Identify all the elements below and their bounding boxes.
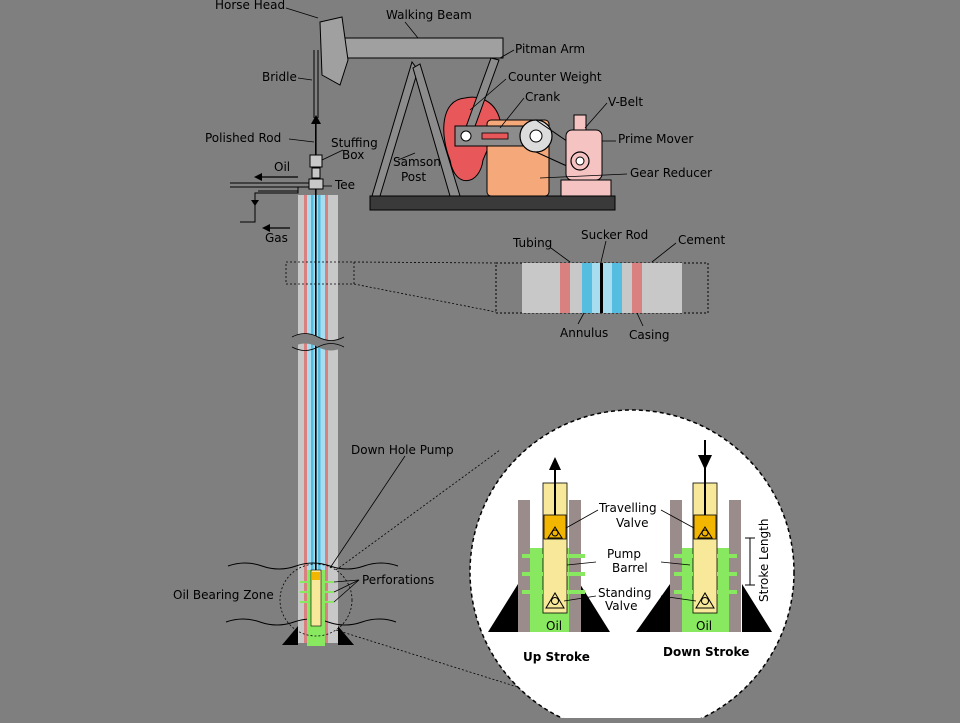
label-cement: Cement: [678, 233, 725, 247]
label-crank: Crank: [525, 90, 560, 104]
label-standing-valve-2: Valve: [605, 599, 637, 613]
label-sucker-rod: Sucker Rod: [581, 228, 648, 242]
label-oil-bearing-zone: Oil Bearing Zone: [173, 588, 274, 602]
label-stuffing-box: Stuffing: [331, 136, 378, 150]
label-oil-up: Oil: [546, 619, 562, 633]
label-pump-barrel: Pump: [607, 547, 641, 561]
label-travelling-valve-2: Valve: [616, 516, 648, 530]
label-polished-rod: Polished Rod: [205, 131, 281, 145]
label-oil-down: Oil: [696, 619, 712, 633]
label-up-stroke: Up Stroke: [523, 650, 590, 664]
label-gear-reducer: Gear Reducer: [630, 166, 712, 180]
wellhead: [230, 50, 324, 232]
label-tee: Tee: [334, 178, 355, 192]
label-perforations: Perforations: [362, 573, 434, 587]
label-down-stroke: Down Stroke: [663, 645, 749, 659]
label-prime-mover: Prime Mover: [618, 132, 693, 146]
label-pump-barrel-2: Barrel: [612, 561, 648, 575]
well-bore: [291, 120, 345, 643]
down-stroke-pump: [636, 440, 772, 632]
label-standing-valve: Standing: [598, 586, 651, 600]
down-hole-area: [225, 449, 611, 717]
label-casing: Casing: [629, 328, 670, 342]
label-horse-head: Horse Head: [215, 0, 285, 12]
label-counter-weight: Counter Weight: [508, 70, 602, 84]
label-stroke-length: Stroke Length: [757, 519, 771, 602]
label-tubing: Tubing: [512, 236, 552, 250]
label-bridle: Bridle: [262, 70, 297, 84]
label-travelling-valve: Travelling: [598, 501, 657, 515]
label-oil: Oil: [274, 160, 290, 174]
label-walking-beam: Walking Beam: [386, 8, 472, 22]
leader-lines: [285, 7, 697, 603]
label-pitman-arm: Pitman Arm: [515, 42, 585, 56]
pump-detail-circle: [469, 409, 795, 723]
label-stuffing-box-2: Box: [342, 148, 364, 162]
cross-section-zoom: [285, 261, 709, 314]
label-v-belt: V-Belt: [608, 95, 643, 109]
label-samson-post-2: Post: [401, 170, 426, 184]
label-gas: Gas: [265, 231, 288, 245]
labels: Horse Head Walking Beam Pitman Arm Count…: [173, 0, 771, 664]
pump-jack: [319, 16, 616, 211]
label-down-hole-pump: Down Hole Pump: [351, 443, 454, 457]
label-samson-post: Samson: [393, 155, 441, 169]
label-annulus: Annulus: [560, 326, 608, 340]
